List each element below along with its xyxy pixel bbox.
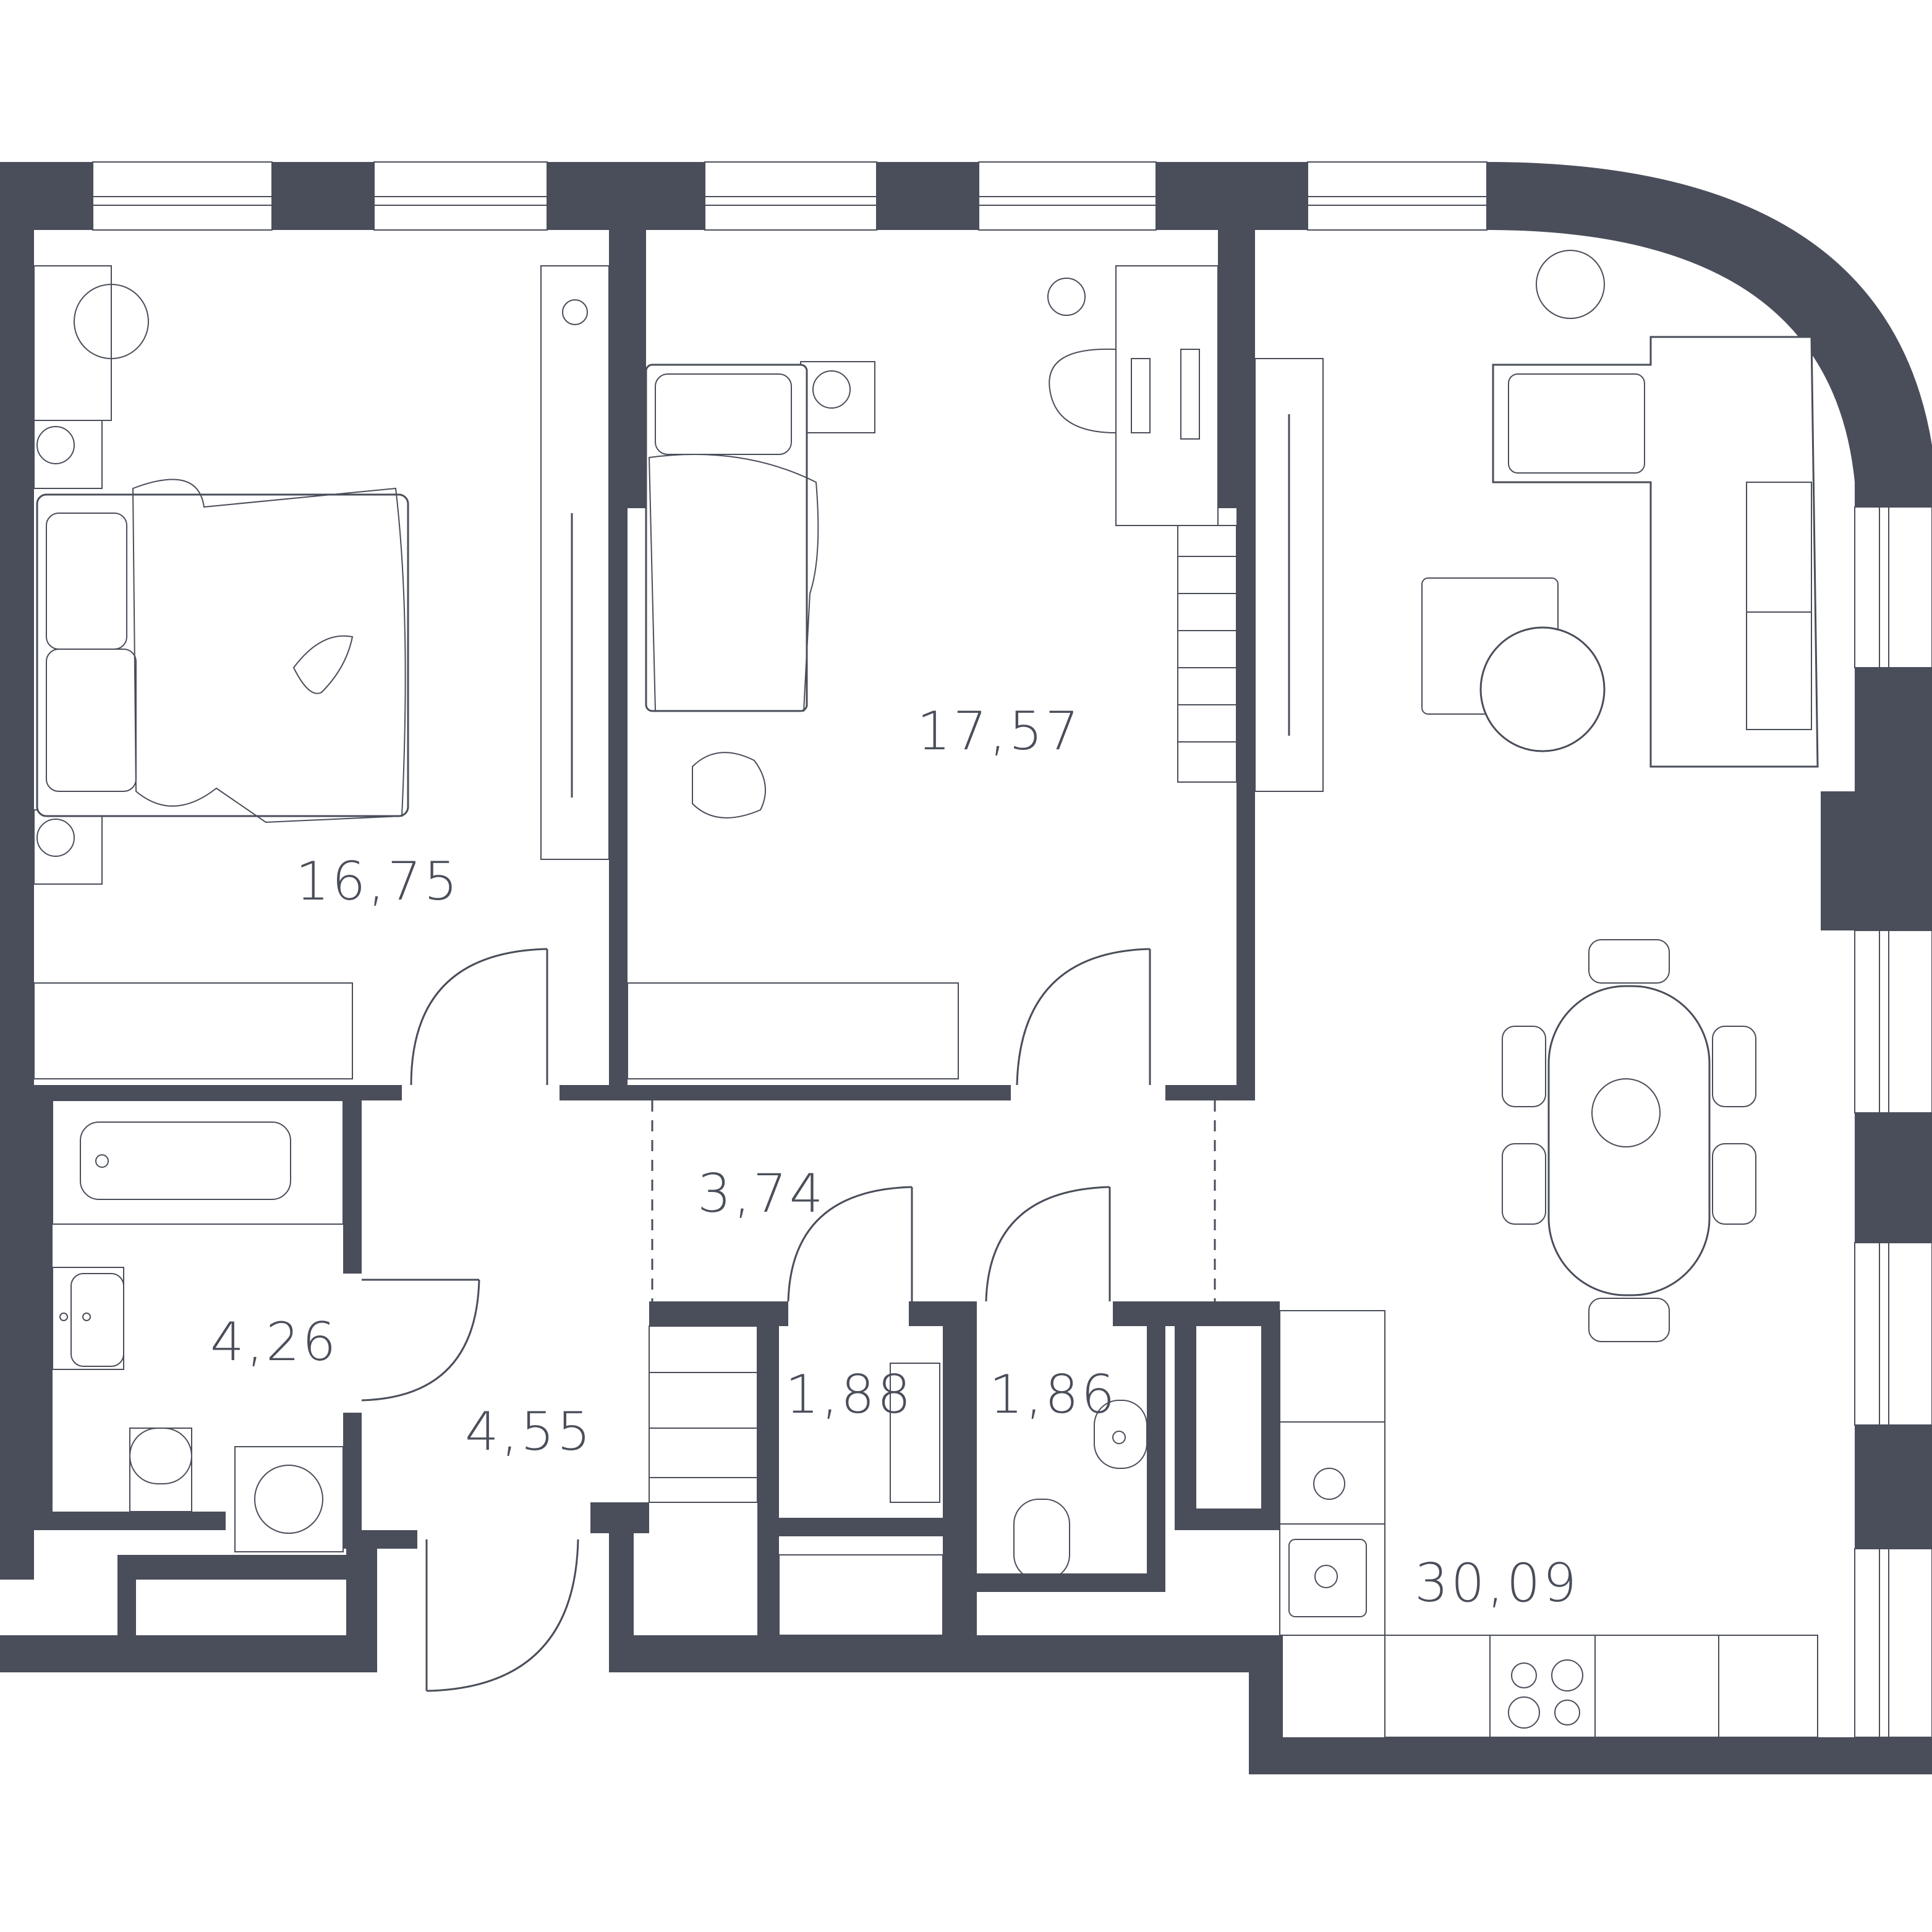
interior-walls bbox=[34, 230, 1280, 1672]
living-furniture bbox=[1254, 250, 1819, 1738]
zone-boundaries bbox=[651, 1100, 1216, 1301]
area-label-corridor: 3,74 bbox=[697, 1163, 825, 1225]
area-label-hallway: 4,55 bbox=[465, 1401, 593, 1463]
area-label-bedroom-2: 17,57 bbox=[917, 700, 1081, 762]
bathroom-fixtures bbox=[52, 1100, 344, 1552]
area-labels: 16,75 17,57 30,09 3,74 4,26 4,55 1,88 1,… bbox=[210, 700, 1579, 1614]
doors bbox=[361, 948, 1151, 1692]
bedroom-1-furniture bbox=[33, 265, 610, 1079]
area-label-storage: 1,88 bbox=[785, 1364, 913, 1426]
area-label-bathroom: 4,26 bbox=[210, 1311, 338, 1373]
storage-fixtures bbox=[649, 1326, 943, 1636]
area-label-living-kitchen: 30,09 bbox=[1415, 1552, 1579, 1614]
exterior-walls bbox=[0, 161, 1932, 1774]
bedroom-2-furniture bbox=[627, 265, 1237, 1079]
area-label-bedroom-1: 16,75 bbox=[296, 851, 460, 913]
area-label-wc: 1,86 bbox=[989, 1364, 1117, 1426]
wc-fixtures bbox=[1013, 1400, 1147, 1580]
